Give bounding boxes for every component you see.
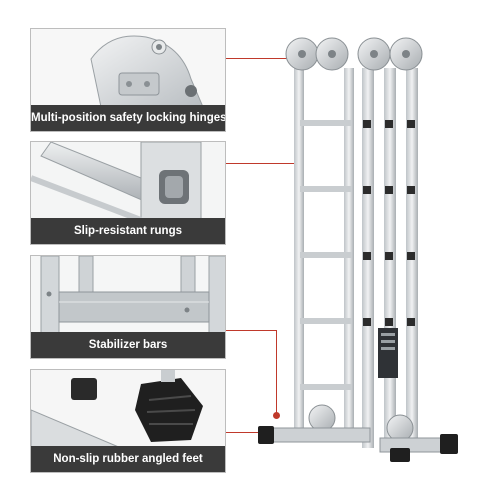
callout-hinges: Multi-position safety locking hinges <box>30 28 226 132</box>
folded-ladder-photo <box>250 28 470 468</box>
connector-line-rungs <box>226 163 298 164</box>
callout-stabilizer: Stabilizer bars <box>30 255 226 359</box>
connector-line-hinges <box>226 58 298 59</box>
callout-label: Multi-position safety locking hinges <box>31 105 225 131</box>
connector-dot-stabilizer <box>273 412 280 419</box>
rung-closeup-photo <box>31 142 225 220</box>
connector-vertical-stabilizer <box>276 330 277 414</box>
callout-label: Slip-resistant rungs <box>31 218 225 244</box>
callout-label: Stabilizer bars <box>31 332 225 358</box>
stabilizer-bar-closeup-photo <box>31 256 225 334</box>
callout-rungs: Slip-resistant rungs <box>30 141 226 245</box>
hinge-closeup-photo <box>31 29 225 107</box>
callout-feet: Non-slip rubber angled feet <box>30 369 226 473</box>
callout-label: Non-slip rubber angled feet <box>31 446 225 472</box>
connector-line-stabilizer <box>226 330 276 331</box>
rubber-feet-closeup-photo <box>31 370 225 448</box>
